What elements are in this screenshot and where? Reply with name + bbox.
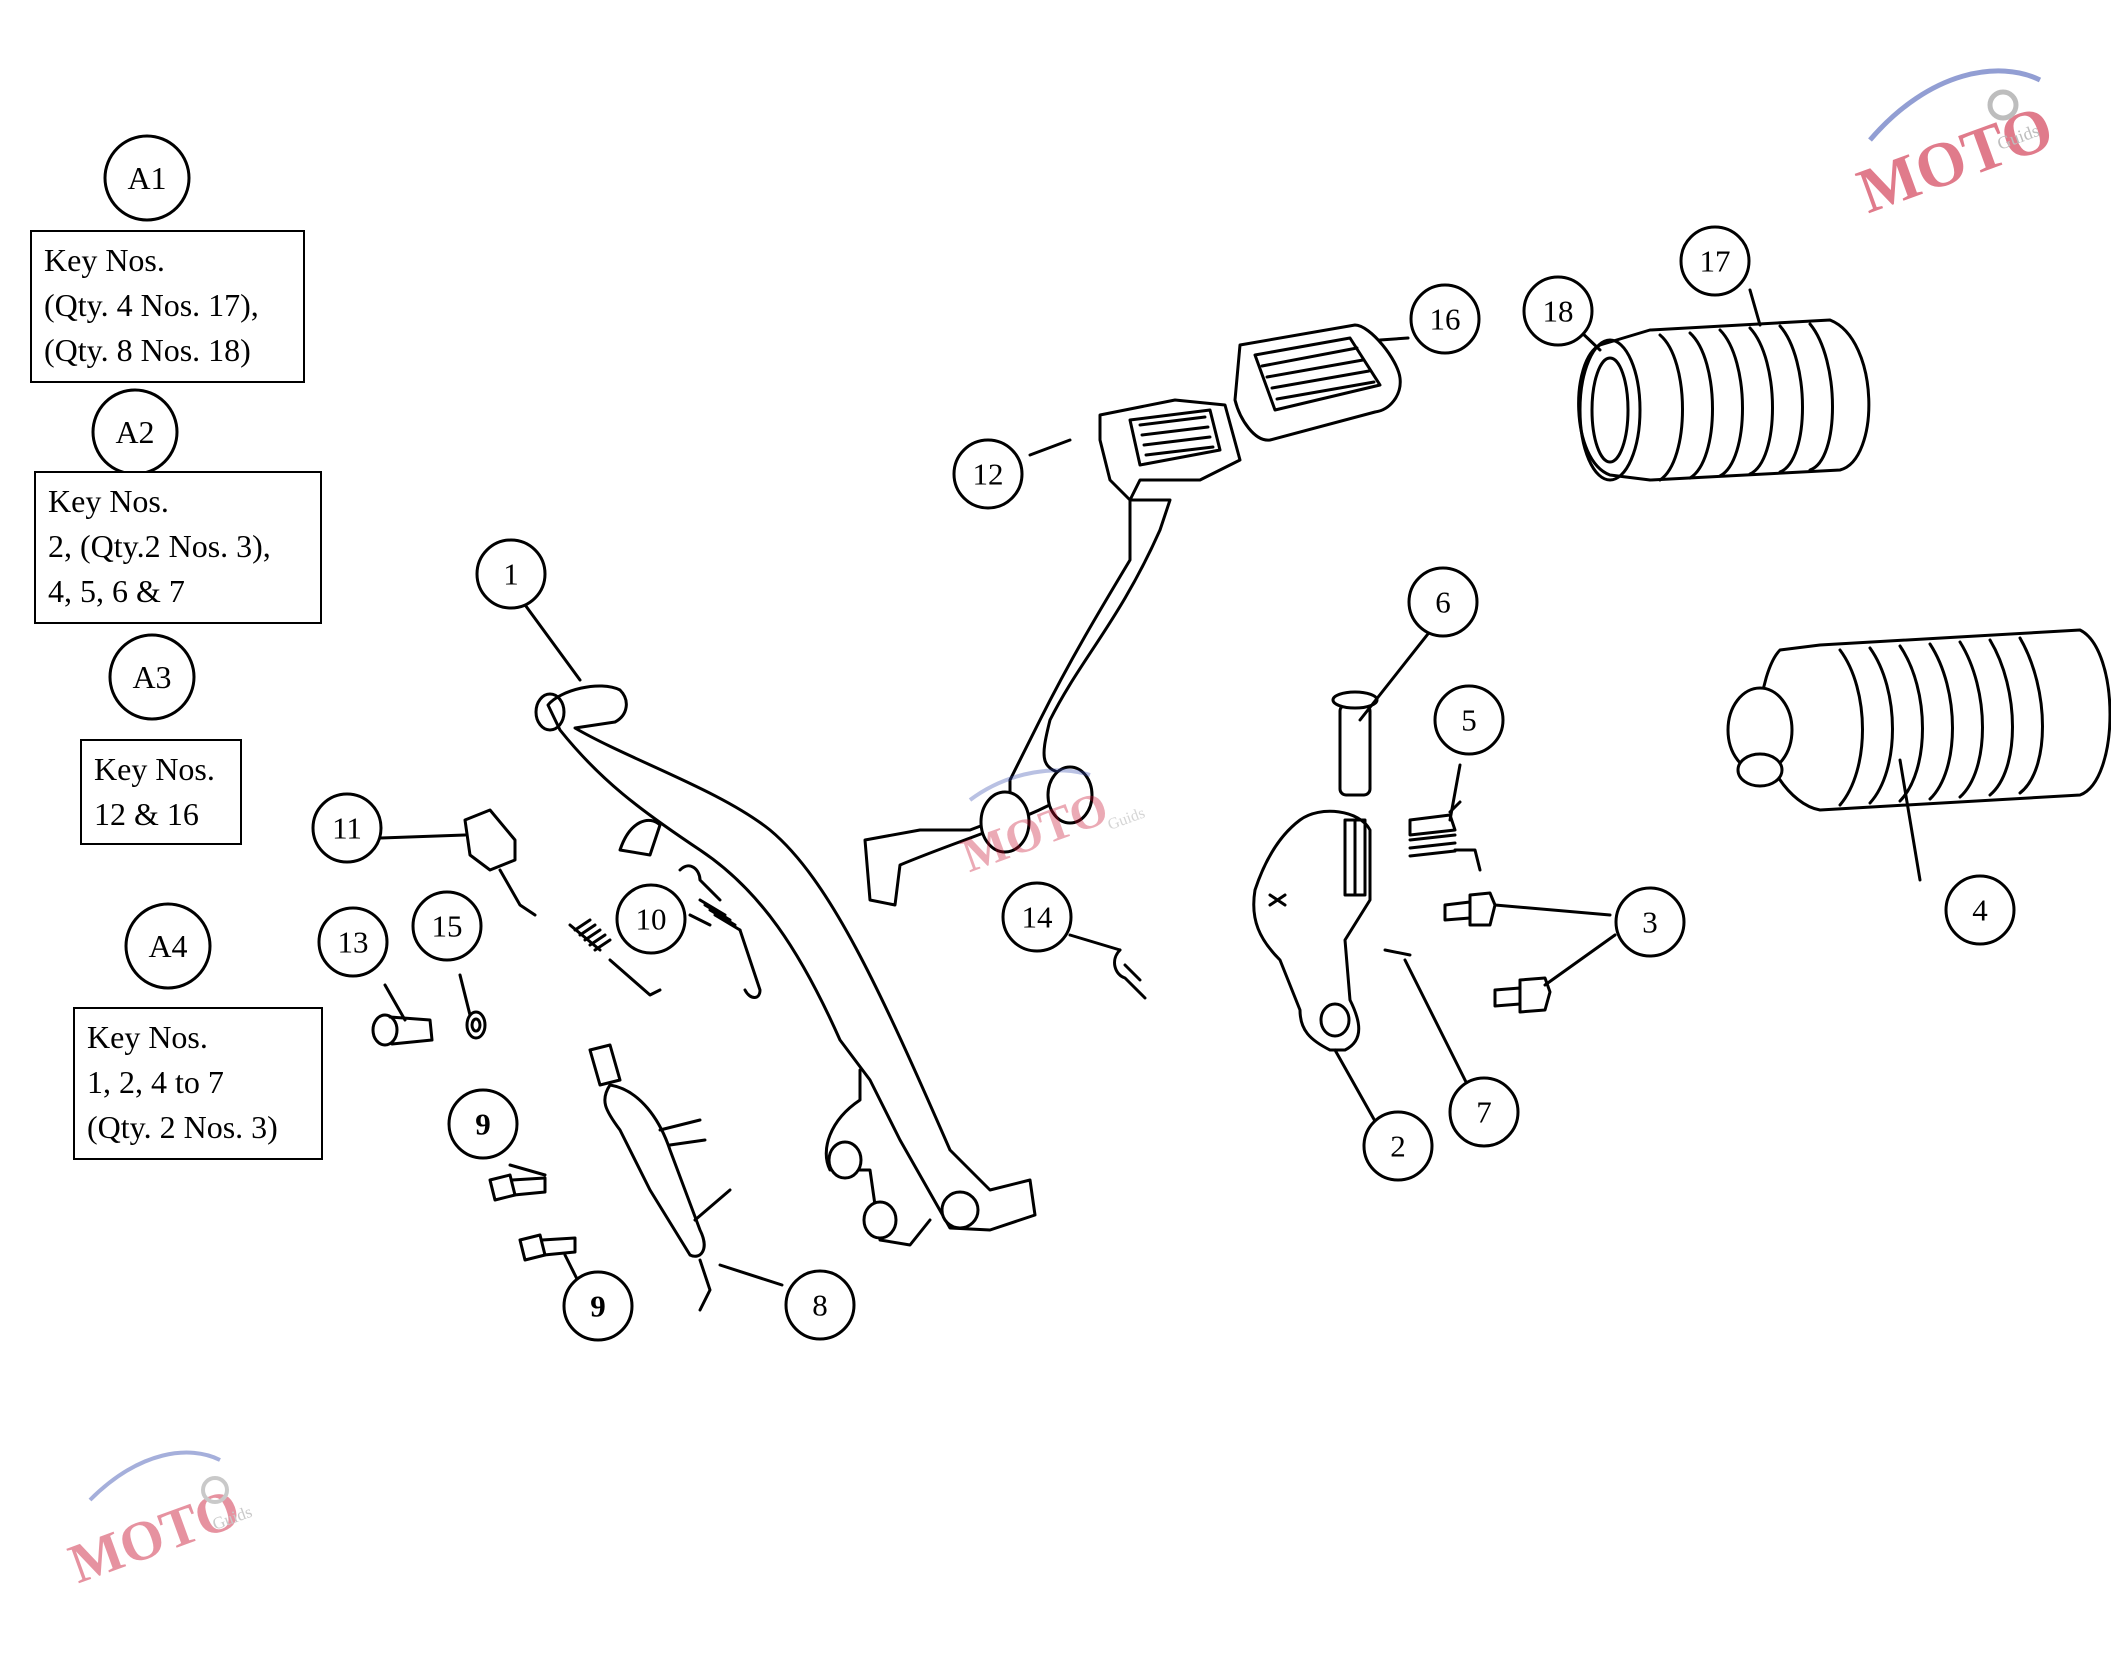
kit-label-a3: A3 [132,659,171,695]
kit-label-a4: A4 [148,928,187,964]
watermark-brand-top: MOTO [1848,91,2062,227]
callout-3: 3 [1642,905,1658,940]
kit-a1-line-1: Key Nos. [44,242,165,278]
kit-a4-line-2: 1, 2, 4 to 7 [87,1064,224,1100]
watermark-logo-bottom: MOTO Guids [61,1450,255,1596]
part-13-clevis-pin [371,1013,434,1047]
callout-5: 5 [1461,703,1477,738]
callout-13: 13 [338,925,369,960]
kit-a2-line-2: 2, (Qty.2 Nos. 3), [48,528,271,564]
part-5-spring [1408,800,1482,872]
callout-10: 10 [636,902,667,937]
callout-circle-4 [1944,874,2016,946]
callout-circle-2 [1362,1110,1434,1182]
kit-box-a1: Key Nos. (Qty. 4 Nos. 17), (Qty. 8 Nos. … [30,230,305,383]
part-17-footrest-rubber [1577,318,1871,482]
callout-circle-14 [1001,881,1073,953]
part-3-bolt-lower [1493,976,1552,1014]
kit-box-a3: Key Nos. 12 & 16 [80,739,242,845]
watermark-sub-mid: Guids [1106,805,1148,834]
part-9-bolt-lower [518,1233,577,1262]
callout-circle-7 [1448,1076,1520,1148]
part-spring-switch [568,918,662,997]
part-15-washer [465,1010,487,1040]
callout-16: 16 [1430,302,1461,337]
callout-circle-15 [411,890,483,962]
callout-18: 18 [1543,294,1574,329]
part-2-bracket-plate [1252,809,1372,1052]
part-3-bolt-upper [1443,891,1497,927]
kit-label-a2: A2 [115,414,154,450]
kit-a1-line-2: (Qty. 4 Nos. 17), [44,287,259,323]
callout-8: 8 [812,1288,828,1323]
callout-15: 15 [432,909,463,944]
part-14-clip [1113,948,1147,1000]
callout-circle-18 [1522,275,1594,347]
callout-12: 12 [973,457,1004,492]
callout-circle-16 [1409,283,1481,355]
part-9-bolt-upper [488,1173,547,1202]
part-7-small-pin [1383,948,1412,957]
kit-a4-line-3: (Qty. 2 Nos. 3) [87,1109,278,1145]
kit-label-a1: A1 [127,160,166,196]
callout-14: 14 [1022,900,1054,935]
callout-circle-13 [317,906,389,978]
kit-box-a4: Key Nos. 1, 2, 4 to 7 (Qty. 2 Nos. 3) [73,1007,323,1160]
part-12-brake-pedal [863,398,1242,907]
callout-9a: 9 [475,1107,491,1142]
part-10-return-spring [678,864,762,999]
callout-2: 2 [1390,1129,1406,1164]
part-11-brake-switch [463,808,537,917]
kit-a3-line-1: Key Nos. [94,751,215,787]
callout-17: 17 [1700,244,1731,279]
watermark-logo-top: MOTO Guids [1848,68,2062,227]
callout-circle-11 [311,792,383,864]
callout-1: 1 [503,557,519,592]
callout-circle-3 [1614,886,1686,958]
callout-circle-9b [562,1270,634,1342]
callout-9b: 9 [590,1289,606,1324]
kit-a1-line-3: (Qty. 8 Nos. 18) [44,332,251,368]
kit-a2-line-3: 4, 5, 6 & 7 [48,573,185,609]
callout-circle-6 [1407,566,1479,638]
callout-circle-10 [615,883,687,955]
callout-7: 7 [1476,1095,1492,1130]
part-1-frame-bracket [534,684,1037,1247]
kit-circle-a4 [124,902,212,990]
kit-box-a2: Key Nos. 2, (Qty.2 Nos. 3), 4, 5, 6 & 7 [34,471,322,624]
callout-6: 6 [1435,585,1451,620]
kit-circle-a1 [103,134,191,222]
kit-a2-line-1: Key Nos. [48,483,169,519]
part-16-pedal-rubber [1233,323,1402,442]
callout-circle-9a [447,1088,519,1160]
kit-circle-a3 [108,633,196,721]
kit-a3-line-2: 12 & 16 [94,796,199,832]
callout-circle-17 [1679,225,1751,297]
callout-11: 11 [332,811,362,846]
callout-circle-5 [1433,684,1505,756]
part-8-master-cylinder [588,1043,732,1312]
watermark-brand-bottom: MOTO [61,1477,248,1596]
callout-circle-12 [952,438,1024,510]
kit-a4-line-1: Key Nos. [87,1019,208,1055]
callout-circle-1 [475,538,547,610]
part-6-pivot-pin [1331,690,1379,897]
callout-circle-8 [784,1269,856,1341]
part-4-footrest [1726,628,2111,812]
callout-4: 4 [1972,893,1988,928]
